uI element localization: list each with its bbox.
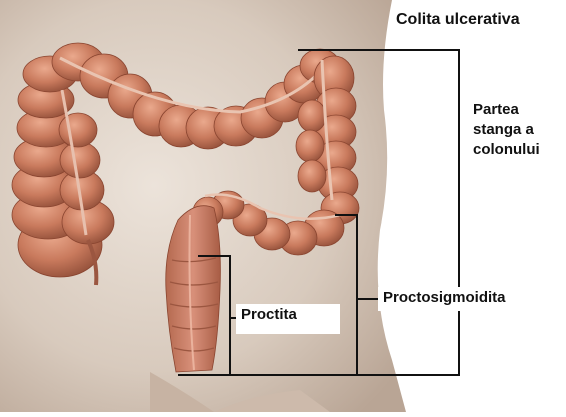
left-colon-label-line1: Partea (473, 100, 540, 120)
left-colon-label-line2: stanga a (473, 120, 540, 140)
proctosigmoidita-label: Proctosigmoidita (383, 289, 506, 306)
left-colon-label-line3: colonului (473, 140, 540, 160)
proctita-label: Proctita (241, 306, 297, 323)
rectum (166, 206, 221, 372)
left-colon-label: Partea stanga a colonului (473, 100, 540, 160)
diagram-title: Colita ulcerativa (396, 11, 520, 29)
